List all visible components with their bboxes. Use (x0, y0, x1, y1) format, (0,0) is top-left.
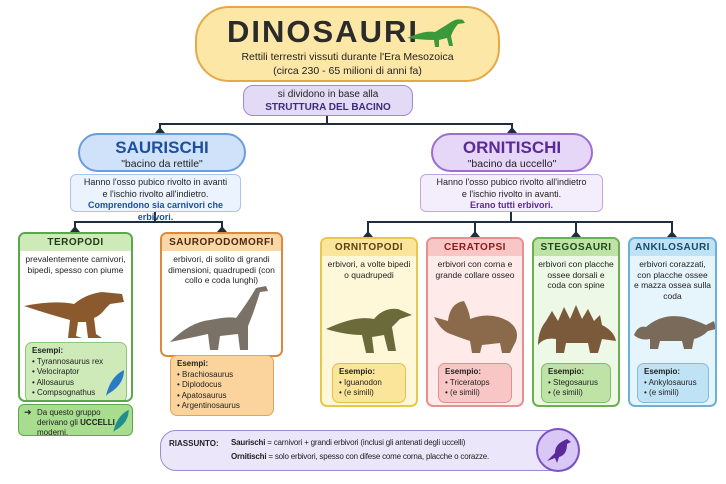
group-title: SAUROPODOMORFI (162, 234, 281, 251)
example-item: Triceratops (445, 378, 505, 389)
examples-title: Esempi: (177, 359, 209, 368)
example-item: (e simili) (445, 388, 505, 399)
title-subtitle: Rettili terrestri vissuti durante l'Era … (197, 50, 498, 78)
feather-icon (113, 409, 129, 433)
group-description: prevalentemente carnivori, bipedi, spess… (25, 254, 126, 275)
tyrannosaurus-illustration (24, 292, 124, 338)
example-item: Apatosaurus (177, 391, 267, 402)
group-description: erbivori, di solito di grandi dimensioni… (168, 254, 275, 285)
group-card-stegosauri: STEGOSAURI erbivori con placche ossee do… (532, 237, 620, 407)
bird-icon (536, 428, 580, 472)
ankylosaurus-illustration (634, 316, 715, 349)
page-title: DINOSAURI (227, 14, 419, 49)
summary-term: Saurischi (231, 438, 266, 447)
summary-term: Ornitischi (231, 452, 267, 461)
iguanodon-illustration (326, 308, 412, 353)
example-item: Diplodocus (177, 380, 267, 391)
summary-text: = solo erbivori, spesso con difese come … (266, 452, 490, 461)
ornitischi-header: ORNITISCHI"bacino da uccello" (431, 133, 593, 172)
note-text: Da questo gruppo derivano gli (37, 408, 101, 427)
examples-box: Esempio: Triceratops(e simili) (438, 363, 512, 403)
stegosaurus-illustration (538, 305, 616, 353)
group-title: ANKILOSAURI (630, 239, 715, 256)
example-item: Iguanodon (339, 378, 399, 389)
examples-title: Esempio: (548, 367, 585, 376)
group-description: erbivori con placche ossee dorsali e cod… (538, 259, 614, 290)
summary-saurischi: Saurischi = carnivori + grandi erbivori … (231, 436, 465, 450)
example-item: Argentinosaurus (177, 401, 267, 412)
note-text: moderni. (37, 428, 69, 437)
examples-box: Esempi: BrachiosaurusDiplodocusApatosaur… (170, 355, 274, 416)
example-item: Allosaurus (32, 378, 120, 389)
saurischi-header: SAURISCHI"bacino da rettile" (78, 133, 246, 172)
example-item: Stegosaurus (548, 378, 604, 389)
criterion-text: si dividono in base alla (277, 89, 379, 100)
group-card-teropodi: TEROPODI prevalentemente carnivori, bipe… (18, 232, 133, 402)
group-card-ceratopsi: CERATOPSI erbivori con corna e grande co… (426, 237, 524, 407)
example-item: (e simili) (339, 388, 399, 399)
desc-line: Hanno l'osso pubico rivolto all'indietro (436, 177, 587, 187)
ornitischi-title: ORNITISCHI (462, 138, 562, 157)
triceratops-illustration (434, 301, 517, 353)
example-item: (e simili) (548, 388, 604, 399)
dinosaur-logo-icon (407, 19, 465, 47)
summary-ornitischi: Ornitischi = solo erbivori, spesso con d… (231, 450, 489, 464)
examples-box: Esempio: Iguanodon(e simili) (332, 363, 406, 403)
group-title: TEROPODI (20, 234, 131, 251)
desc-line: Hanno l'osso pubico rivolto in avanti (83, 177, 228, 187)
note-bold: UCCELLI (80, 418, 115, 427)
group-description: erbivori corazzati, con placche ossee e … (634, 259, 712, 301)
example-item: Brachiosaurus (177, 370, 267, 381)
birds-note: ➜ Da questo gruppo derivano gli UCCELLI … (18, 404, 133, 437)
examples-title: Esempio: (445, 367, 482, 376)
examples-title: Esempio: (644, 367, 681, 376)
example-item: Tyrannosaurus rex (32, 357, 120, 368)
sauropod-illustration (170, 286, 268, 350)
desc-bold: Comprendono sia carnivori che erbivori. (87, 200, 224, 222)
group-description: erbivori con corna e grande collare osse… (435, 259, 515, 280)
example-item: Velociraptor (32, 367, 120, 378)
examples-box: Esempio: Stegosaurus(e simili) (541, 363, 611, 403)
subtitle-line: (circa 230 - 65 milioni di anni fa) (273, 65, 422, 77)
group-title: STEGOSAURI (534, 239, 618, 256)
group-card-ornitopodi: ORNITOPODI erbivori, a volte bipedi o qu… (320, 237, 418, 407)
desc-line: e l'ischio rivolto all'indietro. (102, 188, 209, 199)
example-item: Compsognathus (32, 388, 120, 399)
group-title: ORNITOPODI (322, 239, 416, 256)
summary-label: RIASSUNTO: (169, 439, 219, 448)
examples-box: Esempio: Ankylosaurus(e simili) (637, 363, 709, 403)
summary-box: RIASSUNTO: Saurischi = carnivori + grand… (160, 430, 578, 471)
desc-bold: Erano tutti erbivori. (469, 200, 553, 210)
saurischi-subtitle: "bacino da rettile" (121, 158, 203, 170)
subtitle-line: Rettili terrestri vissuti durante l'Era … (241, 51, 454, 63)
saurischi-title: SAURISCHI (115, 138, 209, 157)
arrow-right-icon: ➜ (24, 407, 32, 417)
example-item: (e simili) (644, 388, 702, 399)
example-item: Ankylosaurus (644, 378, 702, 389)
group-description: erbivori, a volte bipedi o quadrupedi (327, 259, 411, 280)
group-title: CERATOPSI (428, 239, 522, 256)
examples-box: Esempi: Tyrannosaurus rexVelociraptorAll… (25, 342, 127, 400)
ornitischi-description: Hanno l'osso pubico rivolto all'indietro… (420, 174, 603, 212)
examples-title: Esempio: (339, 367, 376, 376)
ornitischi-subtitle: "bacino da uccello" (467, 158, 557, 170)
desc-line: e l'ischio rivolto in avanti. (461, 188, 562, 199)
title-box: DINOSAURI Rettili terrestri vissuti dura… (195, 6, 500, 82)
examples-title: Esempi: (32, 346, 64, 355)
group-card-sauropodomorfi: SAUROPODOMORFI erbivori, di solito di gr… (160, 232, 283, 357)
feather-icon (106, 370, 124, 396)
criterion-bold: STRUTTURA DEL BACINO (265, 102, 391, 113)
group-card-ankilosauri: ANKILOSAURI erbivori corazzati, con plac… (628, 237, 717, 407)
summary-text: = carnivori + grandi erbivori (inclusi g… (265, 438, 466, 447)
